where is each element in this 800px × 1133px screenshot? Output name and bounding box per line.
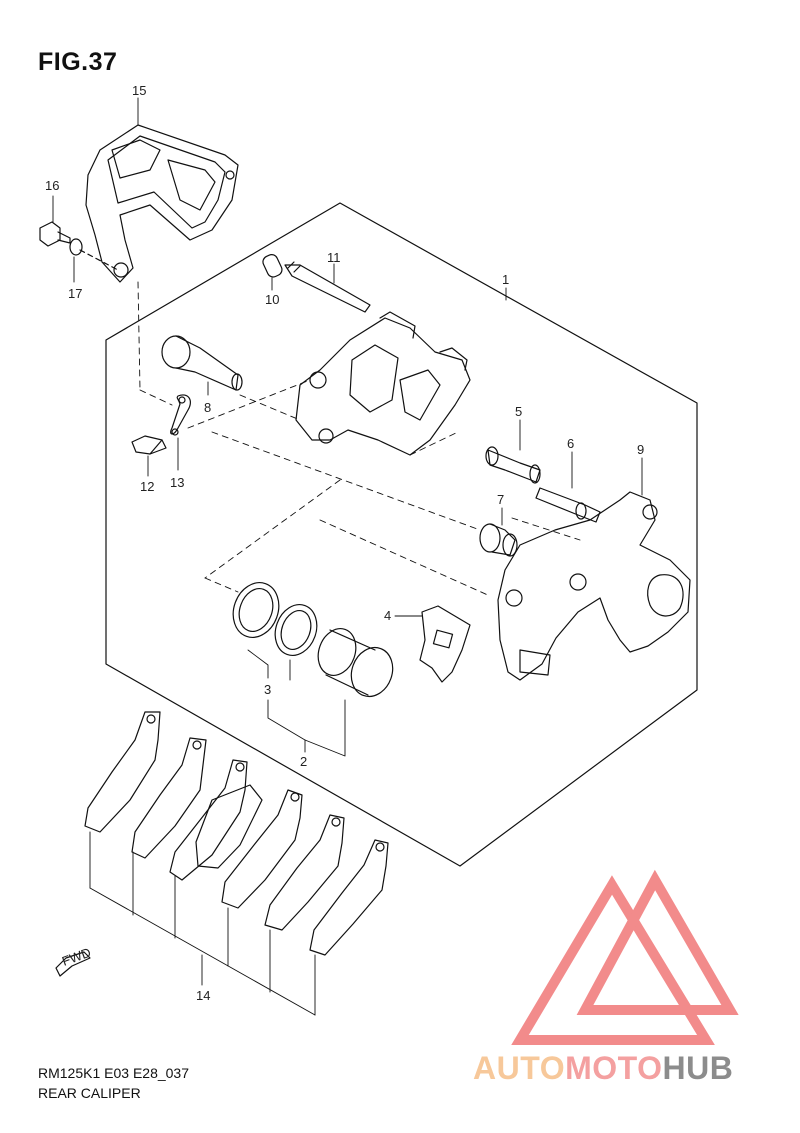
callout-2: 2: [300, 754, 307, 769]
callout-7: 7: [497, 492, 504, 507]
callout-16: 16: [45, 178, 59, 193]
callout-12: 12: [140, 479, 154, 494]
leader-lines: [52, 97, 643, 1016]
piston-part: [317, 628, 394, 698]
callout-6: 6: [567, 436, 574, 451]
callout-9: 9: [637, 442, 644, 457]
figure-code: RM125K1 E03 E28_037: [38, 1065, 189, 1081]
fwd-label: FWD: [60, 945, 93, 969]
callout-10: 10: [265, 292, 279, 307]
callout-8: 8: [204, 400, 211, 415]
callout-labels: 15 16 17 11 10 1 8 5 6 9 7 12 13 4 3 2 1…: [45, 83, 644, 1003]
dust-seal-part: [274, 604, 318, 656]
guard-bolt-part: [39, 221, 71, 247]
assembly-lines: [137, 281, 581, 597]
callout-17: 17: [68, 286, 82, 301]
piston-seal-part: [232, 582, 280, 638]
brake-pads-part: [84, 711, 389, 956]
pad-pin-part: [284, 261, 371, 313]
watermark-logo: [511, 869, 739, 1045]
caliper-body-part: [295, 311, 471, 456]
watermark-text: AUTOMOTOHUB: [473, 1050, 734, 1086]
pad-retainer-pin-part: [535, 487, 601, 523]
bleeder-valve-part: [131, 435, 167, 455]
callout-3: 3: [264, 682, 271, 697]
callout-1: 1: [502, 272, 509, 287]
figure-name: REAR CALIPER: [38, 1085, 141, 1101]
sliding-pin-part: [161, 335, 243, 391]
callout-13: 13: [170, 475, 184, 490]
pin-boot-part: [479, 523, 518, 557]
pad-spring-part: [419, 605, 471, 683]
callout-11: 11: [327, 250, 341, 265]
guard-washer-part: [69, 238, 83, 256]
callout-4: 4: [384, 608, 391, 623]
callout-14: 14: [196, 988, 210, 1003]
slide-pin-part: [485, 446, 541, 484]
figure-title: FIG.37: [38, 48, 118, 76]
caliper-bracket-part: [497, 491, 691, 681]
callout-15: 15: [132, 83, 146, 98]
hose-clip-part: [170, 394, 191, 436]
assembly-boundary: [105, 202, 698, 867]
forward-arrow-icon: [55, 951, 91, 977]
pin-cap-part: [262, 254, 283, 278]
caliper-guard-part: [85, 124, 239, 283]
callout-5: 5: [515, 404, 522, 419]
